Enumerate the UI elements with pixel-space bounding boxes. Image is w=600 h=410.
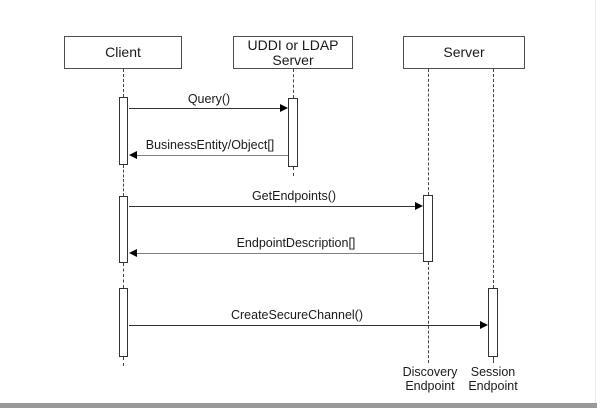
message-line-query	[129, 108, 280, 109]
lifeline-uddi-server	[293, 69, 294, 98]
lifeline-client	[123, 263, 124, 288]
actor-box-uddi-ldap-server: UDDI or LDAP Server	[233, 36, 353, 69]
activation-bar-uddi-server	[288, 98, 298, 167]
lifeline-client	[123, 69, 124, 97]
arrowhead-left-icon	[129, 249, 137, 257]
arrowhead-right-icon	[415, 202, 423, 210]
activation-bar-session-endpoint	[488, 288, 498, 357]
endpoint-label-line: Endpoint	[468, 379, 518, 393]
endpoint-label-line: Endpoint	[405, 379, 455, 393]
actor-box-client: Client	[64, 36, 182, 69]
window-right-edge-line	[595, 0, 596, 403]
actor-label: UDDI or LDAP	[247, 36, 339, 53]
lifeline-discovery-endpoint	[428, 69, 429, 195]
actor-label: Server	[443, 44, 485, 60]
activation-bar-discovery-endpoint	[423, 195, 433, 262]
activation-bar-client-2	[119, 196, 128, 263]
actor-label: Server	[272, 51, 314, 68]
lifeline-session-endpoint	[493, 69, 494, 288]
lifeline-client	[123, 165, 124, 196]
message-label-businessentity: BusinessEntity/Object[]	[143, 138, 277, 152]
endpoint-label-discovery: Discovery Endpoint	[403, 365, 458, 393]
message-line-getendpoints	[129, 206, 415, 207]
lifeline-discovery-endpoint	[428, 262, 429, 363]
message-line-businessentity	[137, 155, 288, 156]
endpoint-label-line: Discovery	[402, 365, 458, 379]
activation-bar-client-1	[119, 97, 128, 165]
lifeline-client	[123, 357, 124, 366]
arrowhead-left-icon	[129, 151, 137, 159]
message-label-endpointdescription: EndpointDescription[]	[234, 236, 358, 250]
message-label-createsecurechannel: CreateSecureChannel()	[228, 308, 366, 322]
message-label-getendpoints: GetEndpoints()	[249, 189, 339, 203]
arrowhead-right-icon	[280, 104, 288, 112]
lifeline-uddi-server	[293, 167, 294, 176]
message-line-createsecurechannel	[129, 325, 480, 326]
window-bottom-bar	[0, 403, 597, 408]
actor-box-server: Server	[403, 36, 525, 69]
actor-label: Client	[105, 44, 141, 60]
lifeline-session-endpoint	[493, 357, 494, 363]
message-label-query: Query()	[185, 92, 233, 106]
activation-bar-client-3	[119, 288, 128, 357]
endpoint-label-session: Session Endpoint	[468, 365, 517, 393]
endpoint-label-line: Session	[470, 365, 516, 379]
message-line-endpointdescription	[137, 253, 423, 254]
arrowhead-right-icon	[480, 321, 488, 329]
